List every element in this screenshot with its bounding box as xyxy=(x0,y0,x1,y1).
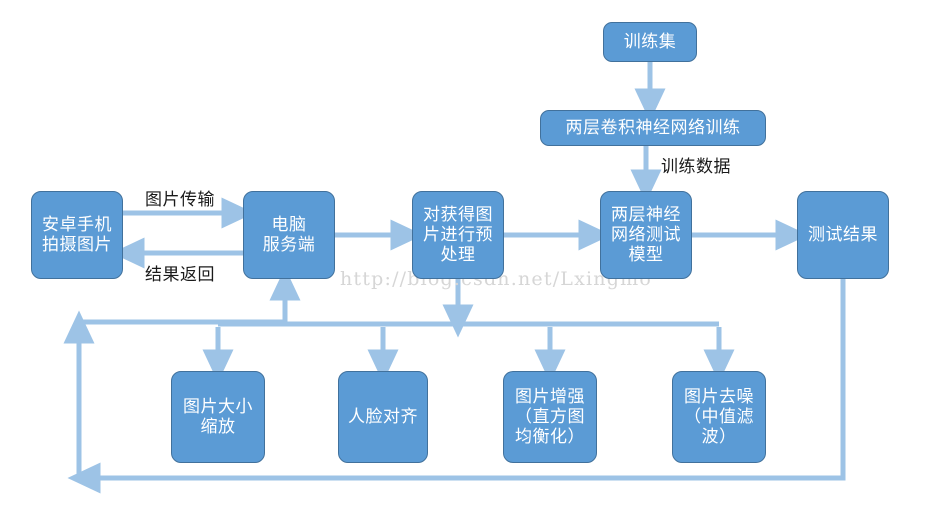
node-preprocess[interactable]: 对获得图 片进行预 处理 xyxy=(412,191,504,279)
node-image-denoise[interactable]: 图片去噪 （中值滤 波） xyxy=(672,371,766,463)
edge-label-image-transfer: 图片传输 xyxy=(145,190,215,210)
node-training-set[interactable]: 训练集 xyxy=(603,22,697,62)
node-nn-test-model[interactable]: 两层神经 网络测试 模型 xyxy=(600,191,692,279)
edge-label-result-return: 结果返回 xyxy=(145,265,215,285)
edge-test-result-to-android-loop xyxy=(67,279,846,494)
node-test-result[interactable]: 测试结果 xyxy=(797,191,889,279)
edge-loop-back-to-server xyxy=(79,267,301,325)
node-cnn-training[interactable]: 两层卷积神经网络训练 xyxy=(540,110,766,146)
node-image-enhance[interactable]: 图片增强 （直方图 均衡化） xyxy=(503,371,597,463)
node-android-capture[interactable]: 安卓手机 拍摄图片 xyxy=(31,191,123,279)
node-face-align[interactable]: 人脸对齐 xyxy=(338,371,428,463)
edge-label-training-data: 训练数据 xyxy=(661,157,731,177)
node-image-resize[interactable]: 图片大小 缩放 xyxy=(171,371,265,463)
node-pc-server[interactable]: 电脑 服务端 xyxy=(243,191,335,279)
